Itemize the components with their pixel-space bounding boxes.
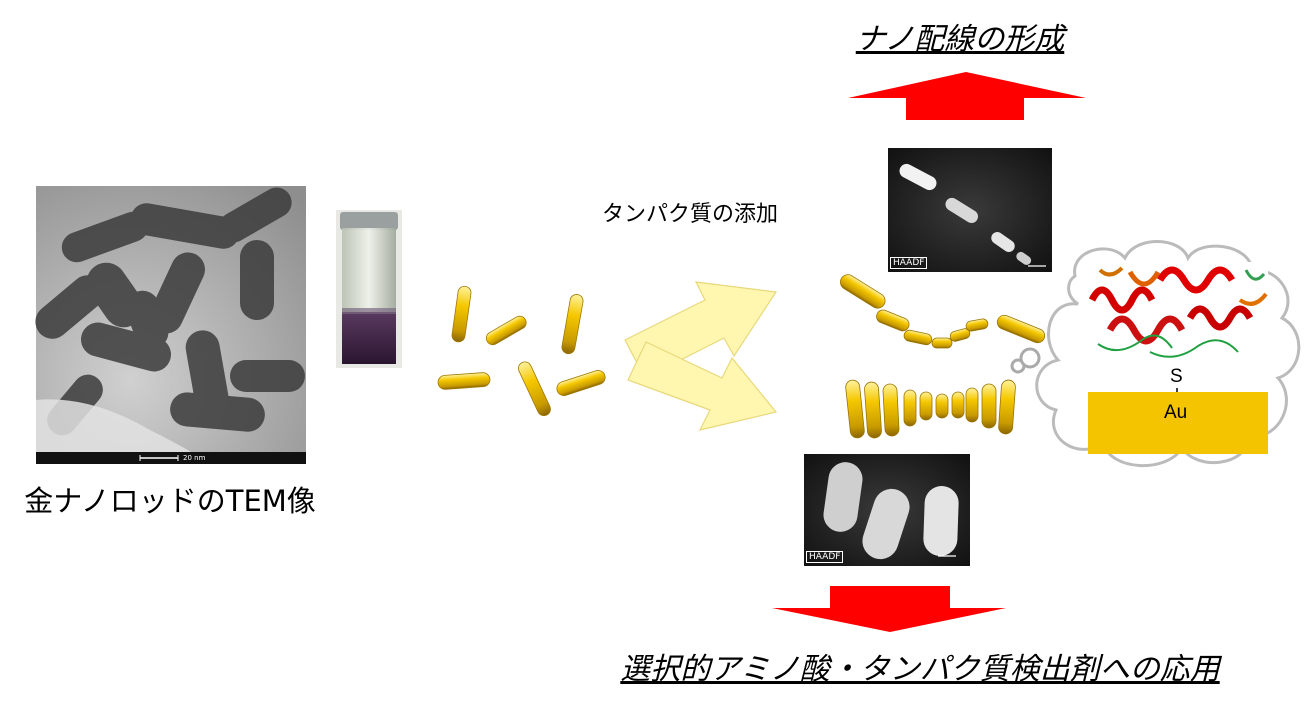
nanorod bbox=[518, 361, 551, 417]
nanorod-chain-end-to-end bbox=[839, 274, 1046, 349]
nanorod bbox=[556, 370, 606, 396]
nanorod bbox=[485, 315, 527, 346]
arrow-down-right bbox=[627, 341, 778, 431]
red-arrow-up bbox=[848, 72, 1086, 120]
chem-label-au: Au bbox=[1164, 402, 1188, 423]
assembly-arrows bbox=[624, 281, 778, 431]
haadf-bottom-tag: HAADF bbox=[806, 551, 844, 563]
chem-label-s: S bbox=[1170, 366, 1183, 387]
label-protein-addition: タンパク質の添加 bbox=[601, 202, 778, 227]
red-arrow-down bbox=[772, 586, 1006, 632]
title-detector-application: 選択的アミノ酸・タンパク質検出剤への応用 bbox=[620, 652, 1220, 687]
tem-scale-label: 20 nm bbox=[183, 454, 206, 462]
haadf-bottom-label-wrap: HAADF bbox=[806, 544, 844, 563]
scattered-nanorods bbox=[437, 285, 606, 417]
caption-tem-image: 金ナノロッドのTEM像 bbox=[24, 484, 316, 518]
haadf-top-tag: HAADF bbox=[890, 257, 928, 269]
nanorod bbox=[561, 294, 584, 355]
haadf-top-label-wrap: HAADF bbox=[890, 250, 928, 269]
vial-photo bbox=[336, 210, 402, 368]
haadf-panel-bottom bbox=[804, 454, 970, 566]
haadf-panel-top bbox=[888, 148, 1052, 272]
protein-structure bbox=[1088, 262, 1268, 362]
gold-surface-block bbox=[1088, 392, 1268, 454]
nanorod-stack-side-by-side bbox=[845, 379, 1016, 439]
vial-liquid bbox=[342, 312, 396, 364]
title-nanowire-formation: ナノ配線の形成 bbox=[855, 22, 1065, 57]
thought-bubble bbox=[1010, 240, 1301, 468]
nanorod bbox=[437, 372, 491, 390]
nanorod bbox=[451, 285, 472, 343]
tem-image bbox=[35, 186, 306, 464]
